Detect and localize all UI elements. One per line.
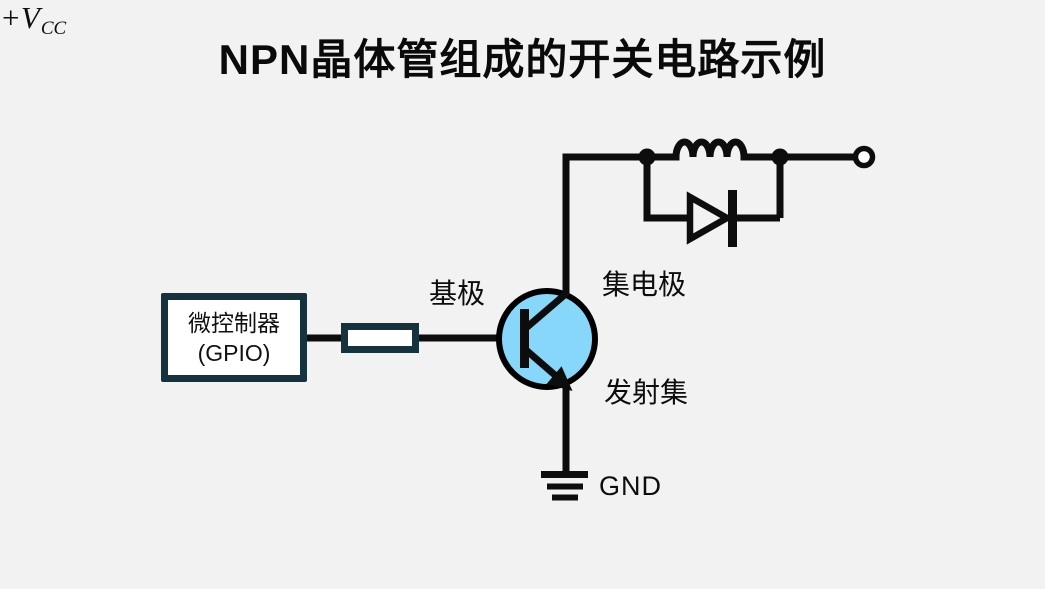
junction-dot-right bbox=[771, 148, 789, 166]
resistor-symbol bbox=[341, 323, 419, 353]
vcc-label-subscript: CC bbox=[40, 18, 67, 39]
vcc-label: +VCC bbox=[0, 0, 1045, 39]
vcc-terminal-circle bbox=[852, 145, 876, 169]
base-label: 基极 bbox=[429, 278, 486, 309]
mcu-label-line1: 微控制器 bbox=[188, 309, 280, 336]
ground-symbol bbox=[541, 471, 588, 501]
vcc-label-main: +V bbox=[0, 0, 40, 35]
emitter-label: 发射集 bbox=[604, 377, 689, 408]
inductor-symbol bbox=[647, 138, 856, 161]
microcontroller-box: 微控制器 (GPIO) bbox=[161, 293, 307, 382]
collector-label: 集电极 bbox=[602, 269, 687, 300]
transistor-emitter-line bbox=[523, 347, 559, 379]
flyback-diode-wires bbox=[643, 157, 784, 222]
mcu-label-line2: (GPIO) bbox=[197, 339, 271, 366]
transistor-collector-line bbox=[523, 289, 571, 331]
diode-triangle bbox=[686, 191, 734, 245]
diagram-title: NPN晶体管组成的开关电路示例 bbox=[218, 36, 827, 83]
junction-dot-left bbox=[638, 148, 656, 166]
collector-wire bbox=[562, 153, 648, 296]
gnd-label: GND bbox=[599, 471, 662, 501]
transistor-emitter-arrow bbox=[546, 366, 573, 391]
transistor-base-bar bbox=[520, 309, 529, 368]
diode-cathode-bar bbox=[728, 190, 737, 247]
